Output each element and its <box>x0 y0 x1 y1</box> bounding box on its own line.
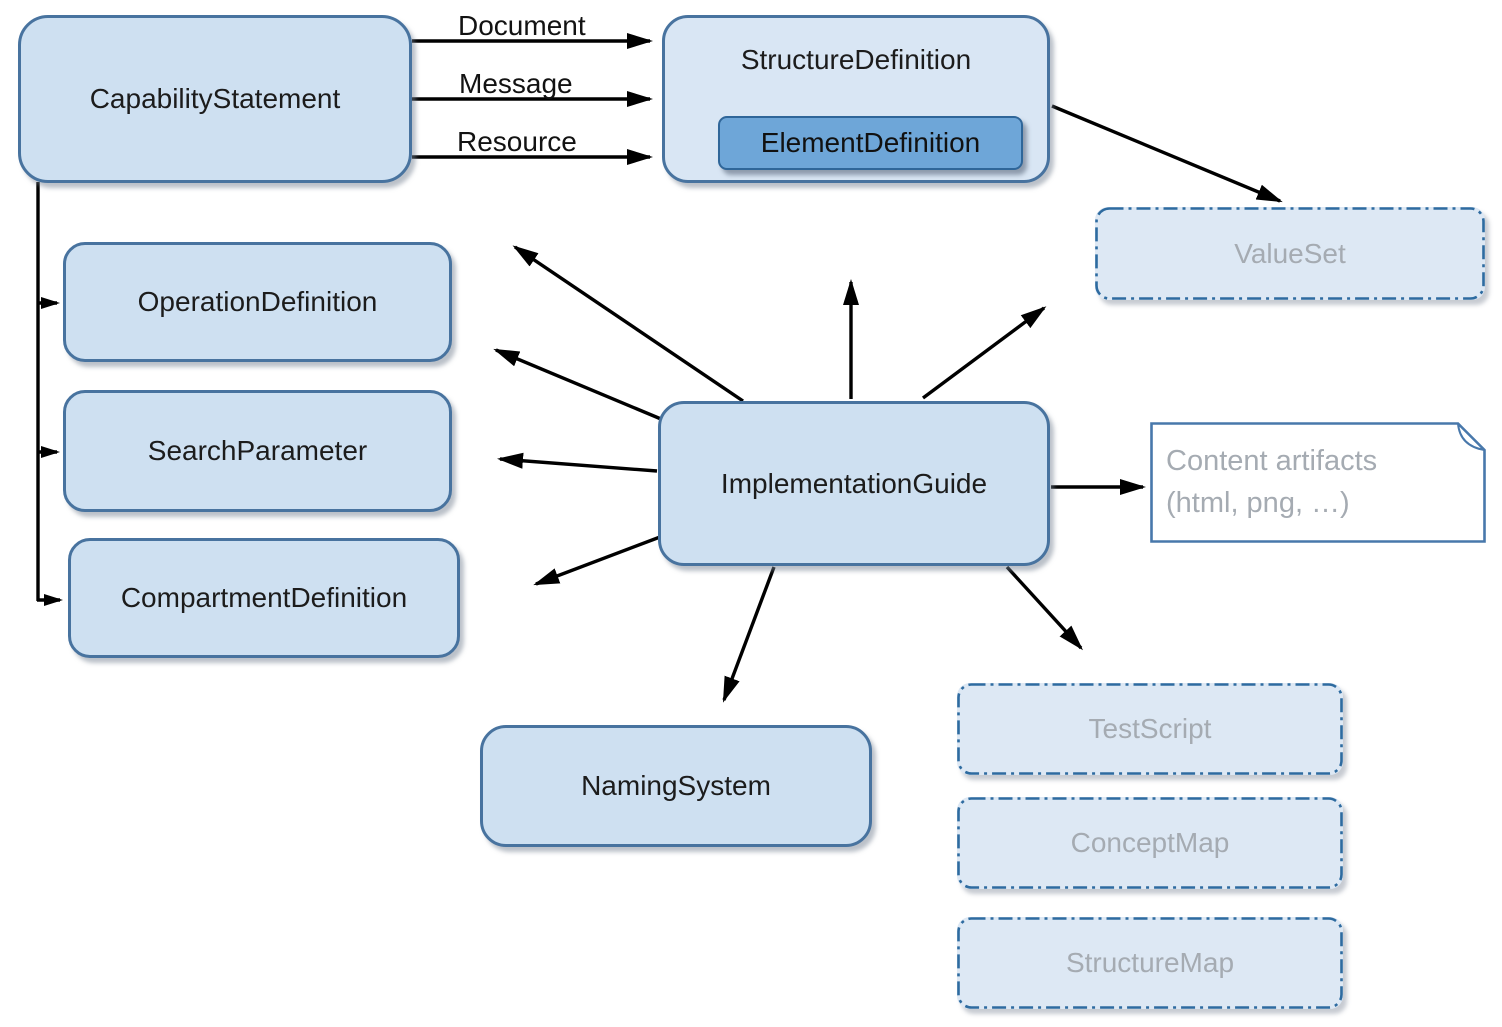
conceptmap-dashdot-border <box>957 797 1343 889</box>
node-contentartifacts-line1: Content artifacts <box>1166 445 1378 477</box>
contentartifacts-note-shape <box>1150 422 1486 543</box>
node-contentartifacts-line2: (html, png, …) <box>1166 487 1350 519</box>
node-compartmentdefinition-label: CompartmentDefinition <box>120 582 408 613</box>
node-capabilitystatement-label: CapabilityStatement <box>89 83 341 114</box>
node-elementdefinition-label: ElementDefinition <box>760 127 981 158</box>
valueset-dashdot-border <box>1095 207 1485 300</box>
node-valueset: ValueSet <box>1095 207 1485 300</box>
edge-label-document: Document <box>458 10 586 41</box>
node-conceptmap-label: ConceptMap <box>1070 827 1230 858</box>
edge-ig-upleft-steep <box>512 245 744 403</box>
edge-ig-upleft-shallow <box>493 348 662 421</box>
node-structuredefinition: StructureDefinition ElementDefinition <box>662 15 1050 183</box>
node-elementdefinition: ElementDefinition <box>718 116 1023 170</box>
edge-ig-upperright <box>921 306 1047 400</box>
node-searchparameter-label: SearchParameter <box>147 435 368 466</box>
edge-ig-left <box>497 452 658 473</box>
node-valueset-label: ValueSet <box>1234 237 1346 269</box>
edge-structuredefinition-valueset <box>1051 104 1283 203</box>
node-compartmentdefinition: CompartmentDefinition <box>68 538 460 658</box>
node-conceptmap: ConceptMap <box>957 797 1343 889</box>
structuremap-dashdot-border <box>957 917 1343 1009</box>
node-operationdefinition: OperationDefinition <box>63 242 452 362</box>
edge-label-resource: Resource <box>457 126 577 157</box>
edge-label-message: Message <box>459 68 573 99</box>
testscript-dashdot-border <box>957 683 1343 775</box>
node-implementationguide: ImplementationGuide <box>658 401 1050 566</box>
node-structuredefinition-label: StructureDefinition <box>740 44 972 75</box>
node-contentartifacts-text: Content artifacts (html, png, …) <box>1166 422 1377 543</box>
node-structuremap: StructureMap <box>957 917 1343 1009</box>
node-testscript: TestScript <box>957 683 1343 775</box>
node-namingsystem-label: NamingSystem <box>581 770 771 801</box>
node-contentartifacts: Content artifacts (html, png, …) <box>1150 422 1486 543</box>
node-operationdefinition-label: OperationDefinition <box>137 286 378 317</box>
node-testscript-label: TestScript <box>1088 713 1212 744</box>
node-structuremap-label: StructureMap <box>1065 947 1235 978</box>
edge-ig-lowerleft <box>533 535 661 586</box>
node-searchparameter: SearchParameter <box>63 390 452 512</box>
node-namingsystem: NamingSystem <box>480 725 872 847</box>
edge-ig-namingsystem <box>722 566 776 703</box>
edge-ig-lowerright <box>1005 565 1084 651</box>
node-implementationguide-label: ImplementationGuide <box>720 467 988 499</box>
node-capabilitystatement: CapabilityStatement <box>18 15 412 183</box>
